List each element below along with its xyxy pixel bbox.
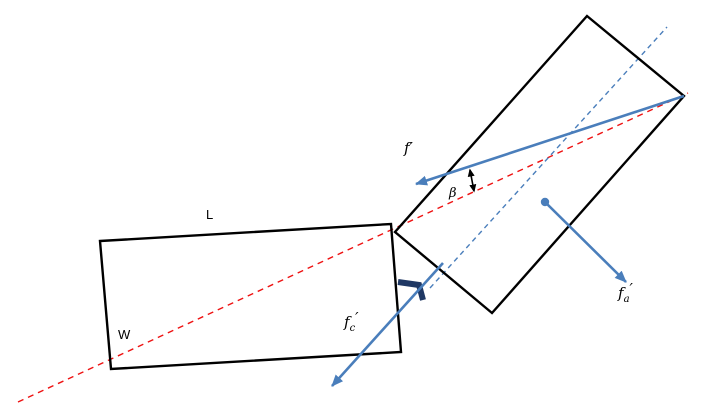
- label-width: W: [118, 327, 131, 342]
- label-length: L: [206, 207, 213, 222]
- force-arrow-fa: [544, 201, 627, 283]
- beta-angle-arrow: [467, 168, 477, 193]
- label-f-prime: f′: [403, 139, 414, 157]
- left-rectangle: [98, 222, 403, 371]
- force-fa-origin-dot: [540, 197, 550, 207]
- blue-dashed-axis-line: [429, 26, 668, 289]
- force-arrow-f: [415, 94, 685, 186]
- red-dashed-axis-line: [17, 92, 689, 403]
- label-fc-prime: fc′: [343, 309, 359, 334]
- label-beta: β: [448, 186, 457, 201]
- force-arrow-fc: [331, 262, 444, 387]
- right-angle-marker: [397, 279, 426, 301]
- label-fa-prime: fa′: [617, 280, 634, 305]
- right-rectangle: [393, 14, 686, 315]
